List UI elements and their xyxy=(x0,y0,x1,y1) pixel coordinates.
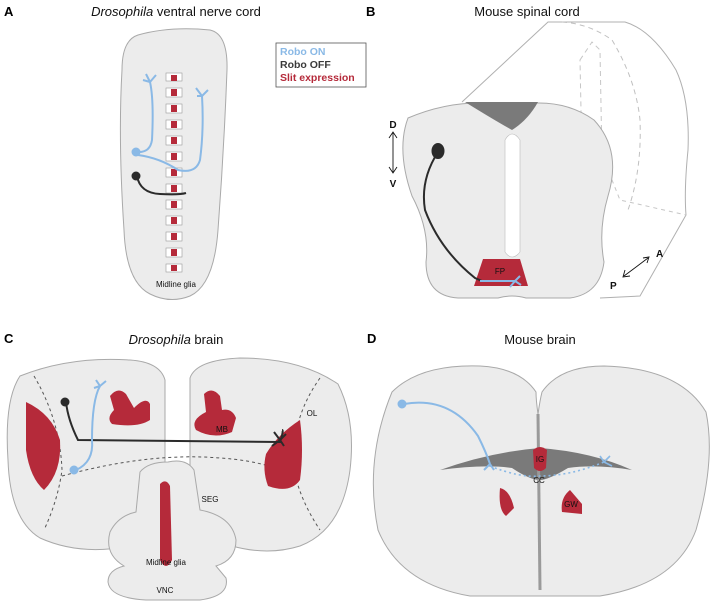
dorsal-dark-region xyxy=(465,102,538,130)
panel-d: D Mouse brain IG CC GW xyxy=(367,331,710,597)
indusium-griseum xyxy=(533,447,547,471)
legend-robo-off: Robo OFF xyxy=(280,59,331,71)
slit-region-right-ol xyxy=(264,420,302,489)
mushroom-body-left xyxy=(109,390,150,426)
dv-axis: D V xyxy=(388,120,398,190)
gw-label: GW xyxy=(564,500,578,509)
anterior-label: A xyxy=(656,249,663,260)
panel-c-letter: C xyxy=(4,331,14,346)
legend-robo-on: Robo ON xyxy=(280,46,326,58)
central-canal xyxy=(504,133,521,258)
glial-wedge-right xyxy=(561,490,582,514)
midline-glia-label-c: Midline glia xyxy=(146,558,187,567)
panel-d-title: Mouse brain xyxy=(504,332,576,347)
panel-b-title: Mouse spinal cord xyxy=(474,4,580,19)
seg-vnc-outline xyxy=(107,460,237,601)
midline-segments xyxy=(165,72,183,273)
robo-on-growth-cone-b xyxy=(480,275,522,288)
ap-axis: A P xyxy=(610,249,663,292)
robo-on-callosal-neuron xyxy=(397,399,495,471)
panel-c-title-rest: brain xyxy=(191,332,224,347)
ventral-label: V xyxy=(390,179,397,190)
panel-c-title-italic: Drosophila xyxy=(129,332,191,347)
robo-off-commissural-neuron xyxy=(422,143,483,282)
callosal-growth-cone-right xyxy=(599,455,613,467)
midline-glia-slit xyxy=(160,481,172,566)
legend-slit-expression: Slit expression xyxy=(280,72,355,84)
cc-label: CC xyxy=(533,476,545,485)
panel-b: B Mouse spinal cord FP D xyxy=(366,4,689,299)
ol-label: OL xyxy=(307,409,318,418)
robo-on-neuron-c xyxy=(69,379,107,475)
panel-a-letter: A xyxy=(4,4,14,19)
robo-off-neuron-c xyxy=(60,397,287,447)
panel-a: A Drosophila ventral nerve cord xyxy=(4,4,367,300)
mouse-brain-outline xyxy=(372,365,710,597)
mb-label: MB xyxy=(216,425,228,434)
panel-b-letter: B xyxy=(366,4,375,19)
panel-a-title: Drosophila ventral nerve cord xyxy=(91,4,261,19)
vnc-label: VNC xyxy=(157,586,174,595)
midline-glia-label-a: Midline glia xyxy=(156,280,197,289)
legend-box xyxy=(275,42,367,88)
posterior-label: P xyxy=(610,281,617,292)
robo-on-neuron-left xyxy=(131,73,157,157)
slit-region-left-ol xyxy=(26,402,61,490)
seg-label: SEG xyxy=(202,495,219,504)
floor-plate xyxy=(474,259,528,286)
dorsal-label: D xyxy=(389,120,396,131)
legend: Robo ON Robo OFF Slit expression xyxy=(275,42,367,88)
panel-a-title-rest: ventral nerve cord xyxy=(153,4,261,19)
robo-on-neuron-right xyxy=(137,87,209,172)
midline-fissure xyxy=(536,413,542,591)
robo-off-neuron xyxy=(131,171,187,196)
panel-c: C Drosophila brain MB OL SEG Midline gli… xyxy=(4,331,352,601)
glial-wedge-left xyxy=(499,488,514,516)
panel-d-letter: D xyxy=(367,331,376,346)
floor-plate-label: FP xyxy=(495,267,505,276)
panel-a-title-italic: Drosophila xyxy=(91,4,153,19)
ventral-nerve-cord-outline xyxy=(119,28,228,300)
mushroom-body-right xyxy=(194,390,236,436)
panel-c-title: Drosophila brain xyxy=(129,332,224,347)
callosal-axon-dotted xyxy=(489,461,605,478)
ig-label: IG xyxy=(536,455,544,464)
